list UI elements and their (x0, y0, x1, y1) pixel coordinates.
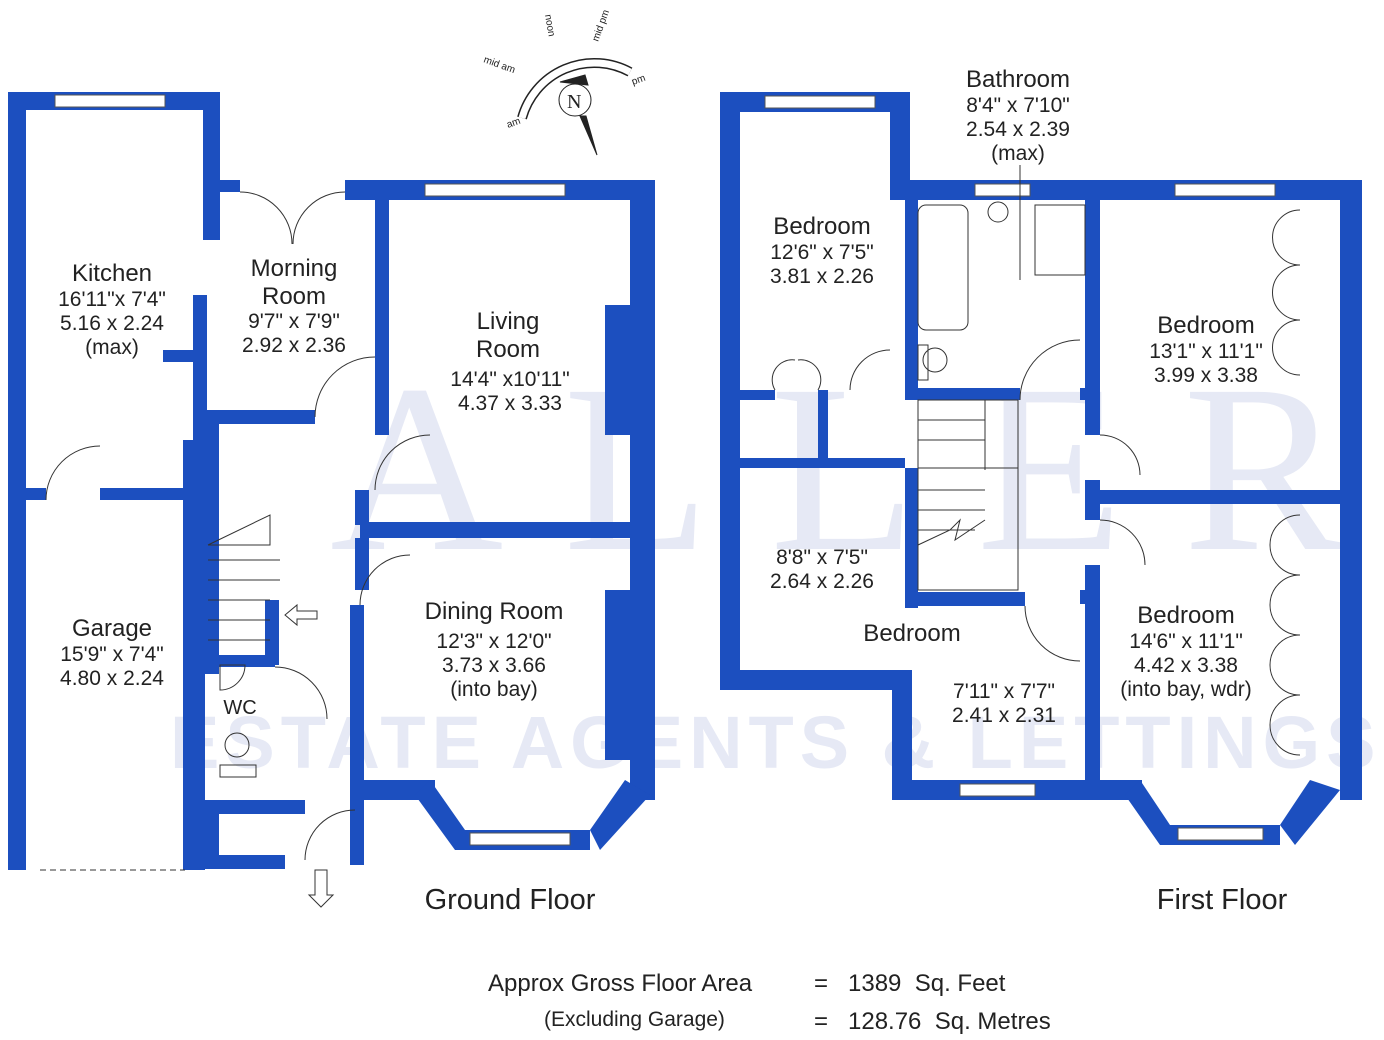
room-dining-room: Dining Room (424, 598, 564, 625)
svg-text:pm: pm (630, 73, 647, 88)
svg-text:mid pm: mid pm (590, 8, 612, 43)
compass-north: N (567, 91, 581, 113)
watermark-tagline: ESTATE AGENTS & LETTINGS (170, 701, 1382, 784)
first-stairs (917, 399, 1019, 591)
fixtures-and-doors (45, 165, 1301, 908)
room-dining-room-dims: 12'3" x 12'0"3.73 x 3.66(into bay) (436, 630, 552, 702)
compass: N am mid am noon mid pm pm (482, 8, 647, 156)
svg-text:am: am (505, 116, 522, 131)
area-label: Approx Gross Floor Area (488, 970, 753, 997)
first-floor-title: First Floor (1156, 884, 1288, 916)
ground-floor-title: Ground Floor (424, 884, 596, 916)
room-living-room: Living Room (475, 308, 541, 363)
room-living-room-dims: 14'4" x10'11"4.37 x 3.33 (450, 368, 570, 416)
ground-floor-walls (8, 92, 655, 871)
first-floor-walls (720, 92, 1362, 845)
svg-text:noon: noon (542, 14, 557, 38)
wardrobe-doors (1269, 209, 1301, 756)
room-bedroom-3: Bedroom (863, 620, 961, 647)
room-wc: WC (223, 697, 257, 719)
ground-stairs (208, 559, 280, 641)
room-bedroom-3-dims-2: 7'11" x 7'7"2.41 x 2.31 (952, 680, 1056, 728)
room-bedroom-3-dims: 8'8" x 7'5"2.64 x 2.26 (770, 546, 874, 594)
area-eq-1: = (814, 970, 829, 997)
area-note: (Excluding Garage) (544, 1008, 725, 1031)
area-sqm: 128.76 Sq. Metres (848, 1008, 1051, 1035)
area-eq-2: = (814, 1008, 829, 1035)
svg-text:mid am: mid am (482, 54, 517, 76)
area-sqft: 1389 Sq. Feet (848, 970, 1006, 997)
